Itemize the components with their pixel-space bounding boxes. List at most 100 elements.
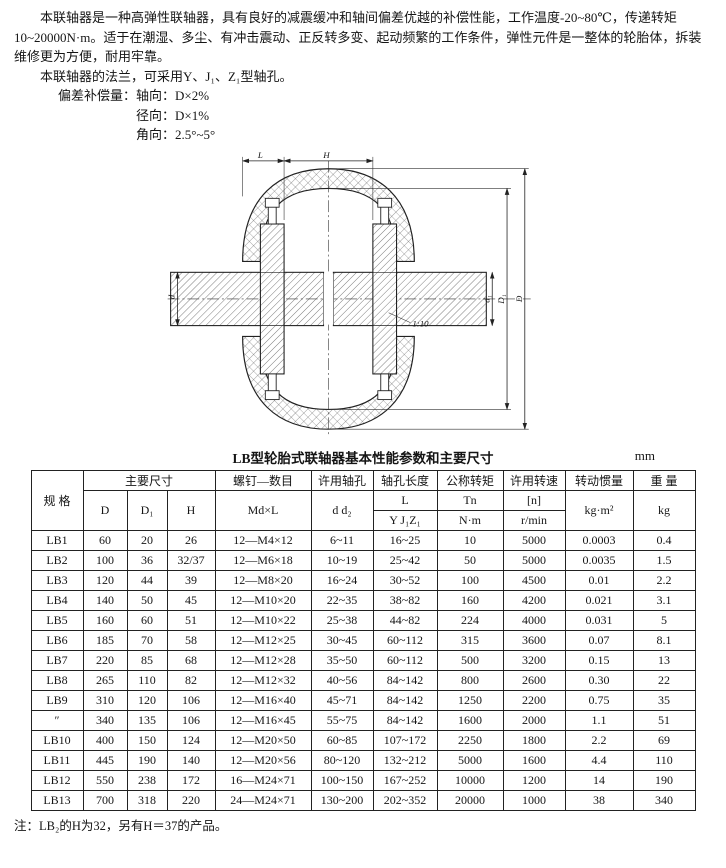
table-cell: 12—M6×18 (214, 549, 312, 571)
table-cell: 445 (82, 749, 128, 771)
table-cell: 3.1 (632, 589, 696, 611)
table-cell: 3200 (502, 649, 566, 671)
header-speed-n: [n] (502, 489, 566, 511)
table-cell: 550 (82, 769, 128, 791)
table-cell: 0.031 (564, 609, 634, 631)
table-cell: 1600 (502, 749, 566, 771)
table-cell: 167~252 (372, 769, 438, 791)
table-cell: 220 (166, 789, 216, 811)
table-cell: 20000 (436, 789, 504, 811)
table-cell: 4000 (502, 609, 566, 631)
table-cell: 4200 (502, 589, 566, 611)
header-screw-sub: Md×L (214, 489, 312, 531)
header-bore-length: 轴孔长度 (372, 469, 438, 491)
table-cell: 140 (82, 589, 128, 611)
table-cell: 26 (166, 529, 216, 551)
table-cell: 185 (82, 629, 128, 651)
table-cell: LB6 (30, 629, 84, 651)
table-cell: 25~42 (372, 549, 438, 571)
table-cell: 35 (632, 689, 696, 711)
coupling-technical-drawing: L H d d₁ D₁ D 1:10 (167, 149, 531, 437)
table-cell: 10~19 (310, 549, 374, 571)
intro-paragraph-2: 本联轴器的法兰，可采用Y、J₁、Z₁型轴孔。 (40, 68, 293, 84)
table-cell: 202~352 (372, 789, 438, 811)
table-cell: 51 (166, 609, 216, 631)
table-cell: 36 (126, 549, 168, 571)
table-cell: 0.30 (564, 669, 634, 691)
table-cell: 2600 (502, 669, 566, 691)
header-weight-unit: kg (632, 489, 696, 531)
table-cell: 340 (632, 789, 696, 811)
table-cell: 45 (166, 589, 216, 611)
table-cell: 39 (166, 569, 216, 591)
intro-paragraph-1: 本联轴器是一种高弹性联轴器，具有良好的减震缓冲和轴间偏差优越的补偿性能，工作温度… (14, 10, 702, 64)
table-cell: 106 (166, 689, 216, 711)
table-cell: 135 (126, 709, 168, 731)
compensation-radial: 径向：D×1% (136, 107, 210, 123)
table-cell: 2.2 (564, 729, 634, 751)
table-cell: 44~82 (372, 609, 438, 631)
table-cell: 25~38 (310, 609, 374, 631)
table-cell: LB13 (30, 789, 84, 811)
table-cell: 60~112 (372, 649, 438, 671)
table-cell: 51 (632, 709, 696, 731)
table-cell: 12—M8×20 (214, 569, 312, 591)
intro-text: 本联轴器是一种高弹性联轴器，具有良好的减震缓冲和轴间偏差优越的补偿性能，工作温度… (0, 0, 726, 145)
table-cell: 130~200 (310, 789, 374, 811)
tire-element-bottom (242, 335, 415, 430)
table-cell: ″ (30, 709, 84, 731)
table-cell: 0.0003 (564, 529, 634, 551)
table-cell: LB3 (30, 569, 84, 591)
header-torque-tn: Tn (436, 489, 504, 511)
table-cell: 1.5 (632, 549, 696, 571)
table-title: LB型轮胎式联轴器基本性能参数和主要尺寸 (232, 450, 494, 466)
table-cell: 400 (82, 729, 128, 751)
table-cell: LB8 (30, 669, 84, 691)
table-cell: 16~25 (372, 529, 438, 551)
table-cell: 82 (166, 669, 216, 691)
header-bore: 许用轴孔 (310, 469, 374, 491)
table-cell: 6~11 (310, 529, 374, 551)
table-cell: 107~172 (372, 729, 438, 751)
table-cell: 2.2 (632, 569, 696, 591)
header-torque: 公称转矩 (436, 469, 504, 491)
compensation-axial: 偏差补偿量：轴向：D×2% (58, 88, 210, 103)
table-cell: 80~120 (310, 749, 374, 771)
table-cell: 2000 (502, 709, 566, 731)
table-cell: 110 (632, 749, 696, 771)
table-cell: 60 (126, 609, 168, 631)
table-cell: 45~71 (310, 689, 374, 711)
table-cell: 32/37 (166, 549, 216, 571)
table-cell: 4.4 (564, 749, 634, 771)
table-header: 规 格 主要尺寸 螺钉—数目 许用轴孔 轴孔长度 公称转矩 许用转速 转动惯量 … (30, 469, 696, 531)
table-cell: 2200 (502, 689, 566, 711)
table-cell: 50 (126, 589, 168, 611)
table-cell: 12—M12×28 (214, 649, 312, 671)
table-cell: 12—M16×45 (214, 709, 312, 731)
header-speed: 许用转速 (502, 469, 566, 491)
table-cell: 220 (82, 649, 128, 671)
table-cell: 84~142 (372, 709, 438, 731)
table-cell: 318 (126, 789, 168, 811)
table-cell: 0.07 (564, 629, 634, 651)
table-cell: 16~24 (310, 569, 374, 591)
table-title-row: LB型轮胎式联轴器基本性能参数和主要尺寸 mm (31, 447, 695, 467)
table-cell: 30~52 (372, 569, 438, 591)
table-cell: 1600 (436, 709, 504, 731)
taper-label: 1:10 (412, 318, 429, 328)
dim-label-D1: D₁ (496, 294, 506, 304)
table-cell: 0.01 (564, 569, 634, 591)
header-main-dims: 主要尺寸 (82, 469, 216, 491)
table-cell: 1000 (502, 789, 566, 811)
table-cell: 44 (126, 569, 168, 591)
table-cell: LB9 (30, 689, 84, 711)
table-cell: 50 (436, 549, 504, 571)
